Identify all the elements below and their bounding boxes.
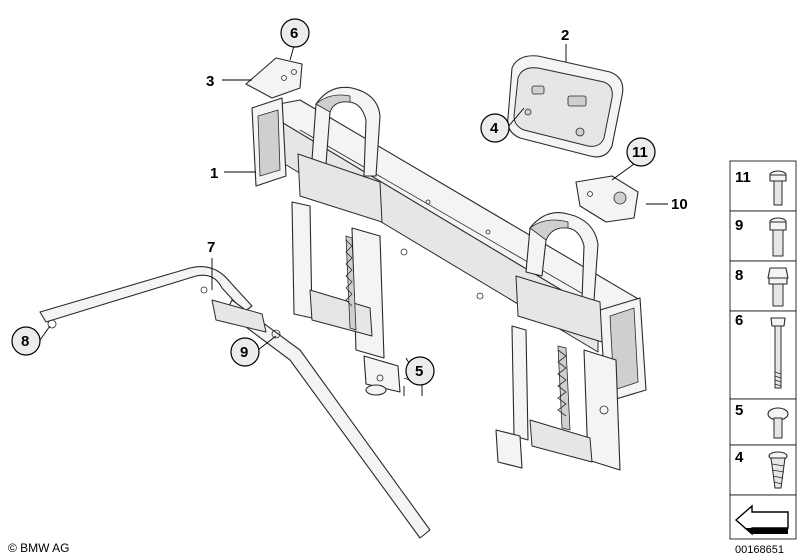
svg-text:2: 2 [561, 27, 569, 44]
bracket-part-3 [245, 57, 303, 99]
svg-text:5: 5 [735, 402, 743, 419]
callout-8: 8 [11, 326, 41, 356]
callout-9: 9 [230, 337, 260, 367]
svg-text:9: 9 [735, 217, 743, 234]
direction-arrow-icon [734, 504, 789, 536]
callout-11: 11 [626, 137, 656, 167]
svg-text:4: 4 [735, 449, 744, 466]
svg-text:10: 10 [671, 196, 688, 213]
svg-text:8: 8 [21, 333, 29, 350]
callout-4: 4 [480, 113, 510, 143]
fastener-legend: 11 9 8 6 5 [729, 160, 797, 540]
svg-text:11: 11 [632, 144, 648, 161]
copyright-text: © BMW AG [8, 541, 70, 555]
screw-4-icon [768, 451, 788, 489]
callout-3: 3 [206, 73, 214, 90]
cover-part-2 [507, 55, 624, 158]
svg-text:1: 1 [210, 165, 218, 182]
bracket-part-10 [575, 175, 639, 223]
callout-6: 6 [280, 18, 310, 48]
svg-text:6: 6 [290, 25, 298, 42]
callout-10: 10 [671, 196, 688, 213]
svg-text:4: 4 [490, 120, 499, 137]
callout-2: 2 [561, 27, 569, 44]
callout-7: 7 [207, 239, 215, 256]
svg-text:9: 9 [240, 344, 248, 361]
callout-5: 5 [405, 356, 435, 386]
svg-text:11: 11 [735, 169, 751, 186]
svg-text:5: 5 [415, 363, 423, 380]
svg-text:8: 8 [735, 267, 743, 284]
bolt-8-icon [767, 267, 789, 307]
bolt-9-icon [769, 217, 787, 257]
grab-handle-left [311, 86, 381, 177]
svg-text:6: 6 [735, 312, 743, 329]
support-arm-part-7 [39, 266, 431, 539]
left-lift-mechanism [291, 153, 401, 393]
bolt-11-icon [769, 170, 787, 206]
image-number: 00168651 [735, 544, 784, 556]
bolt-5-icon [767, 407, 789, 439]
right-lift-mechanism [495, 275, 621, 471]
svg-text:3: 3 [206, 73, 214, 90]
bolt-6-icon [770, 317, 786, 389]
svg-text:7: 7 [207, 239, 215, 256]
callout-1: 1 [210, 165, 218, 182]
